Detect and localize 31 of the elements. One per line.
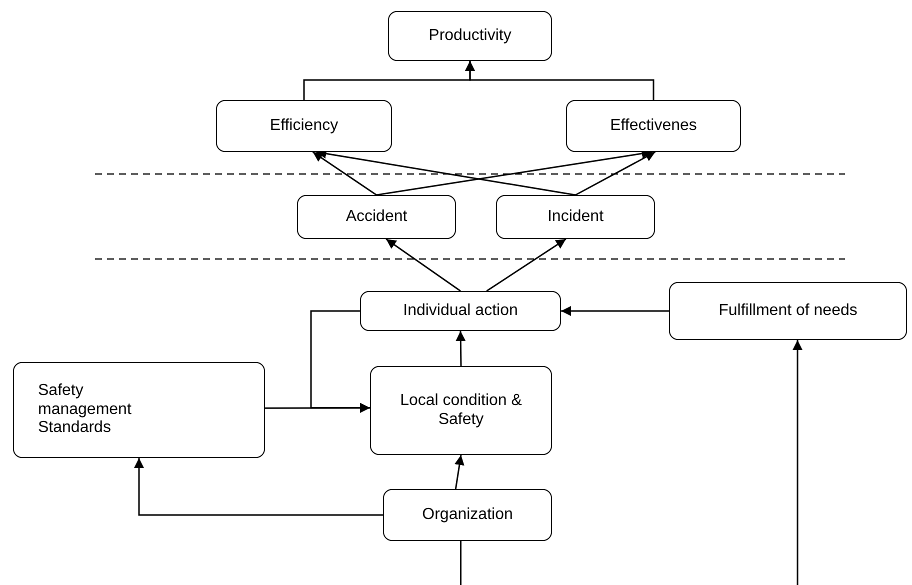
box-label: Individual action xyxy=(403,302,518,320)
process-box xyxy=(297,195,456,239)
process-box xyxy=(13,362,265,458)
box-label: Productivity xyxy=(428,26,512,46)
box-label: Local condition & Safety xyxy=(399,392,523,429)
arrow xyxy=(134,458,383,516)
process-box xyxy=(566,100,741,152)
process-box xyxy=(496,195,655,239)
process-box xyxy=(370,366,552,455)
arrow xyxy=(575,151,656,196)
box-label: Accident xyxy=(346,208,408,226)
box-label: Effectivenes xyxy=(610,116,697,136)
arrow xyxy=(386,238,461,292)
arrow xyxy=(312,151,377,196)
arrow xyxy=(486,238,566,292)
arrow xyxy=(465,61,654,100)
arrow xyxy=(792,340,803,585)
box-label: Incident xyxy=(547,208,604,226)
process-box xyxy=(383,489,552,541)
process-box xyxy=(360,291,561,331)
arrow xyxy=(456,330,466,366)
arrow xyxy=(265,402,370,413)
box-label: Fulfillment of needs xyxy=(718,302,858,320)
arrow xyxy=(561,306,669,316)
box-label: Efficiency xyxy=(270,116,338,136)
process-box xyxy=(216,100,392,152)
process-box xyxy=(388,11,552,61)
arrow xyxy=(454,454,464,490)
box-label: Organization xyxy=(422,506,513,524)
process-box xyxy=(669,282,907,340)
box-label: Safety management Standards xyxy=(38,382,132,438)
